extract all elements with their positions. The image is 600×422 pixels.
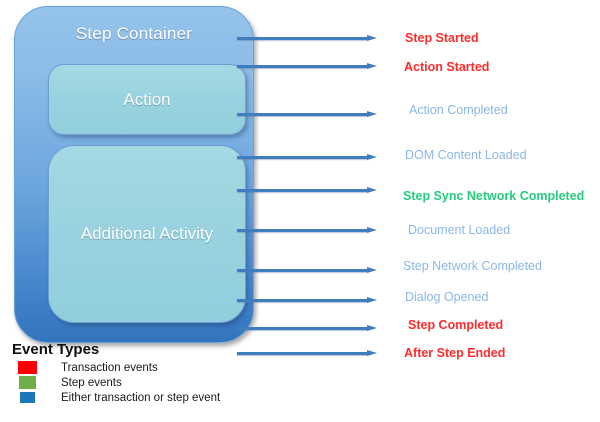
event-label-action-completed: Action Completed: [409, 103, 508, 117]
legend-color-swatch: [20, 392, 35, 403]
arrow-head-icon: [367, 350, 377, 356]
event-label-action-started: Action Started: [404, 60, 490, 74]
event-arrow: [237, 154, 377, 161]
event-label-document-loaded: Document Loaded: [408, 223, 511, 237]
arrow-head-icon: [367, 227, 377, 233]
event-label-step-started: Step Started: [405, 31, 479, 45]
legend-item: Transaction events: [12, 360, 292, 375]
arrow-shaft: [237, 229, 368, 232]
arrow-shaft: [237, 113, 368, 116]
step-container-title: Step Container: [75, 24, 193, 43]
arrow-shaft: [237, 299, 368, 302]
legend-item-label: Step events: [61, 376, 122, 389]
arrow-shaft: [237, 65, 368, 68]
action-box-label: Action: [123, 89, 171, 109]
arrow-shaft: [237, 37, 368, 40]
arrow-head-icon: [367, 325, 377, 331]
arrow-head-icon: [367, 187, 377, 193]
step-container-shape: Step Container Action Additional Activit…: [14, 6, 254, 343]
arrow-head-icon: [367, 297, 377, 303]
event-arrow: [237, 187, 377, 194]
arrow-head-icon: [367, 111, 377, 117]
event-label-dialog-opened: Dialog Opened: [405, 290, 489, 304]
arrow-head-icon: [367, 267, 377, 273]
legend-item-label: Either transaction or step event: [61, 391, 221, 404]
arrow-shaft: [237, 352, 368, 355]
arrow-shaft: [237, 327, 368, 330]
arrow-shaft: [237, 156, 368, 159]
event-label-dom-content-loaded: DOM Content Loaded: [405, 148, 527, 162]
event-arrow: [237, 35, 377, 42]
arrow-shaft: [237, 189, 368, 192]
event-label-step-completed: Step Completed: [408, 318, 504, 332]
arrow-head-icon: [367, 63, 377, 69]
event-arrow: [237, 325, 377, 332]
legend-title: Event Types: [12, 341, 100, 358]
additional-activity-box-label: Additional Activity: [80, 224, 214, 243]
arrow-head-icon: [367, 154, 377, 160]
additional-activity-box: Additional Activity: [48, 145, 246, 323]
action-box: Action: [48, 64, 246, 135]
event-label-step-sync-network-completed: Step Sync Network Completed: [403, 189, 585, 203]
event-label-after-step-ended: After Step Ended: [404, 346, 506, 360]
event-arrow: [237, 63, 377, 70]
event-arrow: [237, 267, 377, 274]
event-arrow: [237, 297, 377, 304]
legend-item: Either transaction or step event: [12, 390, 292, 405]
legend-color-swatch: [19, 376, 36, 389]
arrow-shaft: [237, 269, 368, 272]
legend-item: Step events: [12, 375, 292, 390]
arrow-head-icon: [367, 35, 377, 41]
event-arrow: [237, 350, 377, 357]
event-arrow: [237, 111, 377, 118]
event-arrow: [237, 227, 377, 234]
legend-color-swatch: [18, 361, 37, 374]
event-label-step-network-completed: Step Network Completed: [403, 259, 542, 273]
legend-item-label: Transaction events: [61, 361, 158, 374]
